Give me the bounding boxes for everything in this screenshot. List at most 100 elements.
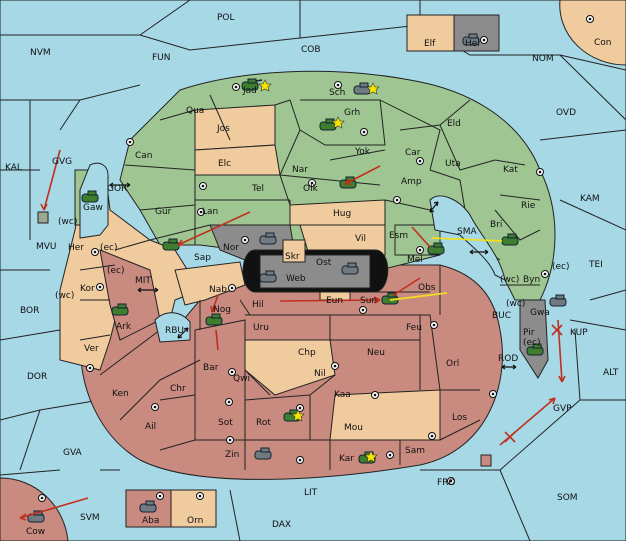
label-fro: FRO xyxy=(437,478,456,488)
label-wc-kor: (wc) xyxy=(55,291,74,301)
unit-marker-fro xyxy=(480,454,492,467)
label-kal: KAL xyxy=(5,163,22,173)
label-nar: Nar xyxy=(292,165,308,175)
label-esm: Esm xyxy=(389,231,408,241)
label-buc: BUC xyxy=(492,311,511,321)
province-elf[interactable] xyxy=(406,14,455,52)
label-elc: Elc xyxy=(218,159,231,169)
province-con[interactable] xyxy=(559,0,626,66)
label-mvu: MVU xyxy=(36,242,57,252)
label-ec-byn: (ec) xyxy=(552,262,570,272)
label-kar: Kar xyxy=(339,454,354,464)
tank-unit-gray xyxy=(254,447,272,460)
label-grh: Grh xyxy=(344,108,360,118)
label-hil: Hil xyxy=(252,300,264,310)
tank-unit-green xyxy=(319,118,337,131)
label-olk: Olk xyxy=(303,184,319,194)
label-cow: Cow xyxy=(26,527,45,537)
province-orn[interactable] xyxy=(170,489,217,528)
label-dax: DAX xyxy=(272,520,291,530)
label-gaw: Gaw xyxy=(83,203,103,213)
label-fun: FUN xyxy=(152,53,171,63)
label-bri: Bri xyxy=(490,220,502,230)
tank-unit-gray xyxy=(462,33,480,46)
label-sot: Sot xyxy=(218,418,233,428)
label-kaa: Kaa xyxy=(334,390,351,400)
label-orn: Orn xyxy=(187,516,203,526)
move-arrows xyxy=(19,149,566,521)
label-hel: Hel xyxy=(465,39,480,49)
label-ark: Ark xyxy=(116,322,132,332)
label-alt: ALT xyxy=(603,368,619,378)
label-web: Web xyxy=(286,274,306,284)
tank-unit-gray xyxy=(259,270,277,283)
label-som: SOM xyxy=(557,493,578,503)
province-cow[interactable] xyxy=(0,477,69,541)
unit-marker-mvu xyxy=(37,211,49,224)
label-ken: Ken xyxy=(112,389,129,399)
label-bor: BOR xyxy=(20,306,39,316)
label-elf: Elf xyxy=(424,39,436,49)
label-nil: Nil xyxy=(314,369,326,379)
label-rbu: RBU xyxy=(165,326,184,336)
label-gva: GVA xyxy=(63,448,83,458)
label-sch: Sch xyxy=(329,88,345,98)
label-gor: GOR xyxy=(107,184,127,194)
tank-unit-green xyxy=(162,238,180,251)
label-kam: KAM xyxy=(580,194,600,204)
province-nab[interactable] xyxy=(174,261,246,306)
label-ovd: OVD xyxy=(556,108,576,118)
label-wc-gwa: (wc) xyxy=(506,299,525,309)
label-ver: Ver xyxy=(84,344,99,354)
star-markers xyxy=(258,79,380,463)
label-vil: Vil xyxy=(355,234,366,244)
tank-unit-gray xyxy=(341,262,359,275)
tank-unit-green xyxy=(501,233,519,246)
label-chp: Chp xyxy=(298,348,316,358)
label-eld: Eld xyxy=(447,119,461,129)
label-ail: Ail xyxy=(145,422,156,432)
province-jos[interactable] xyxy=(194,104,276,151)
label-rie: Rie xyxy=(521,201,536,211)
province-pir[interactable] xyxy=(519,299,549,379)
label-ost: Ost xyxy=(316,258,332,268)
label-cob: COB xyxy=(301,45,321,55)
label-con: Con xyxy=(594,38,612,48)
label-orl: Orl xyxy=(446,359,459,369)
label-feu: Feu xyxy=(406,323,422,333)
tank-unit-green xyxy=(427,242,445,255)
label-neu: Neu xyxy=(367,348,385,358)
label-her: Her xyxy=(68,243,84,253)
label-jad: Jad xyxy=(242,86,257,96)
label-lit: LIT xyxy=(304,488,318,498)
province-skr[interactable] xyxy=(282,239,306,263)
supply-centers xyxy=(38,15,594,502)
province-elc[interactable] xyxy=(194,144,281,176)
label-mit: MIT xyxy=(135,276,151,286)
label-gur: Gur xyxy=(155,207,172,217)
label-mou: Mou xyxy=(344,423,363,433)
label-uru: Uru xyxy=(253,323,269,333)
label-sap: Sap xyxy=(194,253,211,263)
label-nor: Nor xyxy=(223,243,239,253)
label-can: Can xyxy=(135,151,153,161)
label-tel: Tel xyxy=(251,184,264,194)
label-ec-her: (ec) xyxy=(100,243,118,253)
tank-unit-green xyxy=(526,343,544,356)
label-qwi: Qwi xyxy=(233,374,250,384)
label-los: Los xyxy=(452,413,467,423)
province-ark[interactable] xyxy=(99,249,161,341)
label-kat: Kat xyxy=(503,165,518,175)
tank-unit-gray xyxy=(139,500,157,513)
label-nom: NOM xyxy=(532,54,554,64)
label-ec-pir: (ec) xyxy=(523,338,541,348)
label-svm: SVM xyxy=(80,513,100,523)
label-car: Car xyxy=(405,148,421,158)
label-aba: Aba xyxy=(142,516,159,526)
label-rot: Rot xyxy=(256,418,271,428)
label-hug: Hug xyxy=(333,209,351,219)
label-wc-her: (wc) xyxy=(58,217,77,227)
tank-unit-green xyxy=(241,78,263,91)
label-jos: Jos xyxy=(216,124,230,134)
